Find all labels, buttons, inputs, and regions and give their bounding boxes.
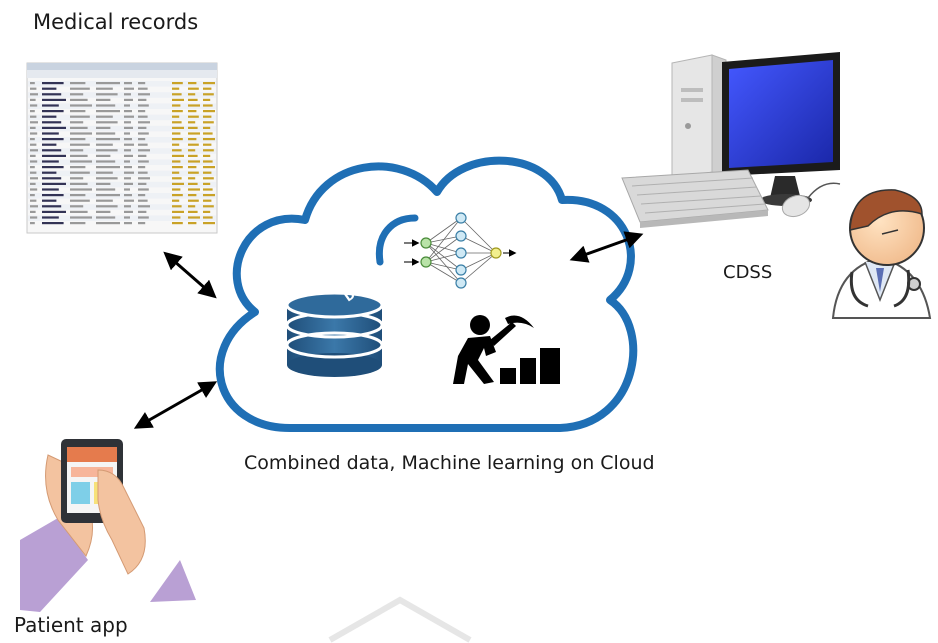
arrow-records-cloud <box>163 251 217 299</box>
computer-icon <box>621 52 841 228</box>
arrow-cloud-cdss <box>569 231 644 263</box>
database-icon: DB <box>285 282 384 377</box>
cloud-label: Combined data, Machine learning on Cloud <box>244 452 655 474</box>
medical-records-table-icon <box>26 62 218 234</box>
arrow-patient-cloud <box>133 381 218 429</box>
cloud-inner-arc <box>375 214 419 266</box>
medical-records-rows <box>28 81 216 225</box>
medical-records-label: Medical records <box>33 10 199 34</box>
watermark <box>328 596 472 643</box>
doctor-icon <box>831 189 932 319</box>
data-mining-icon <box>453 315 560 384</box>
patient-app-label: Patient app <box>14 613 128 637</box>
cdss-label: CDSS <box>723 262 773 283</box>
neural-network-icon <box>404 212 517 289</box>
cloud-shape <box>215 156 638 432</box>
phone-app-icon <box>20 439 196 612</box>
